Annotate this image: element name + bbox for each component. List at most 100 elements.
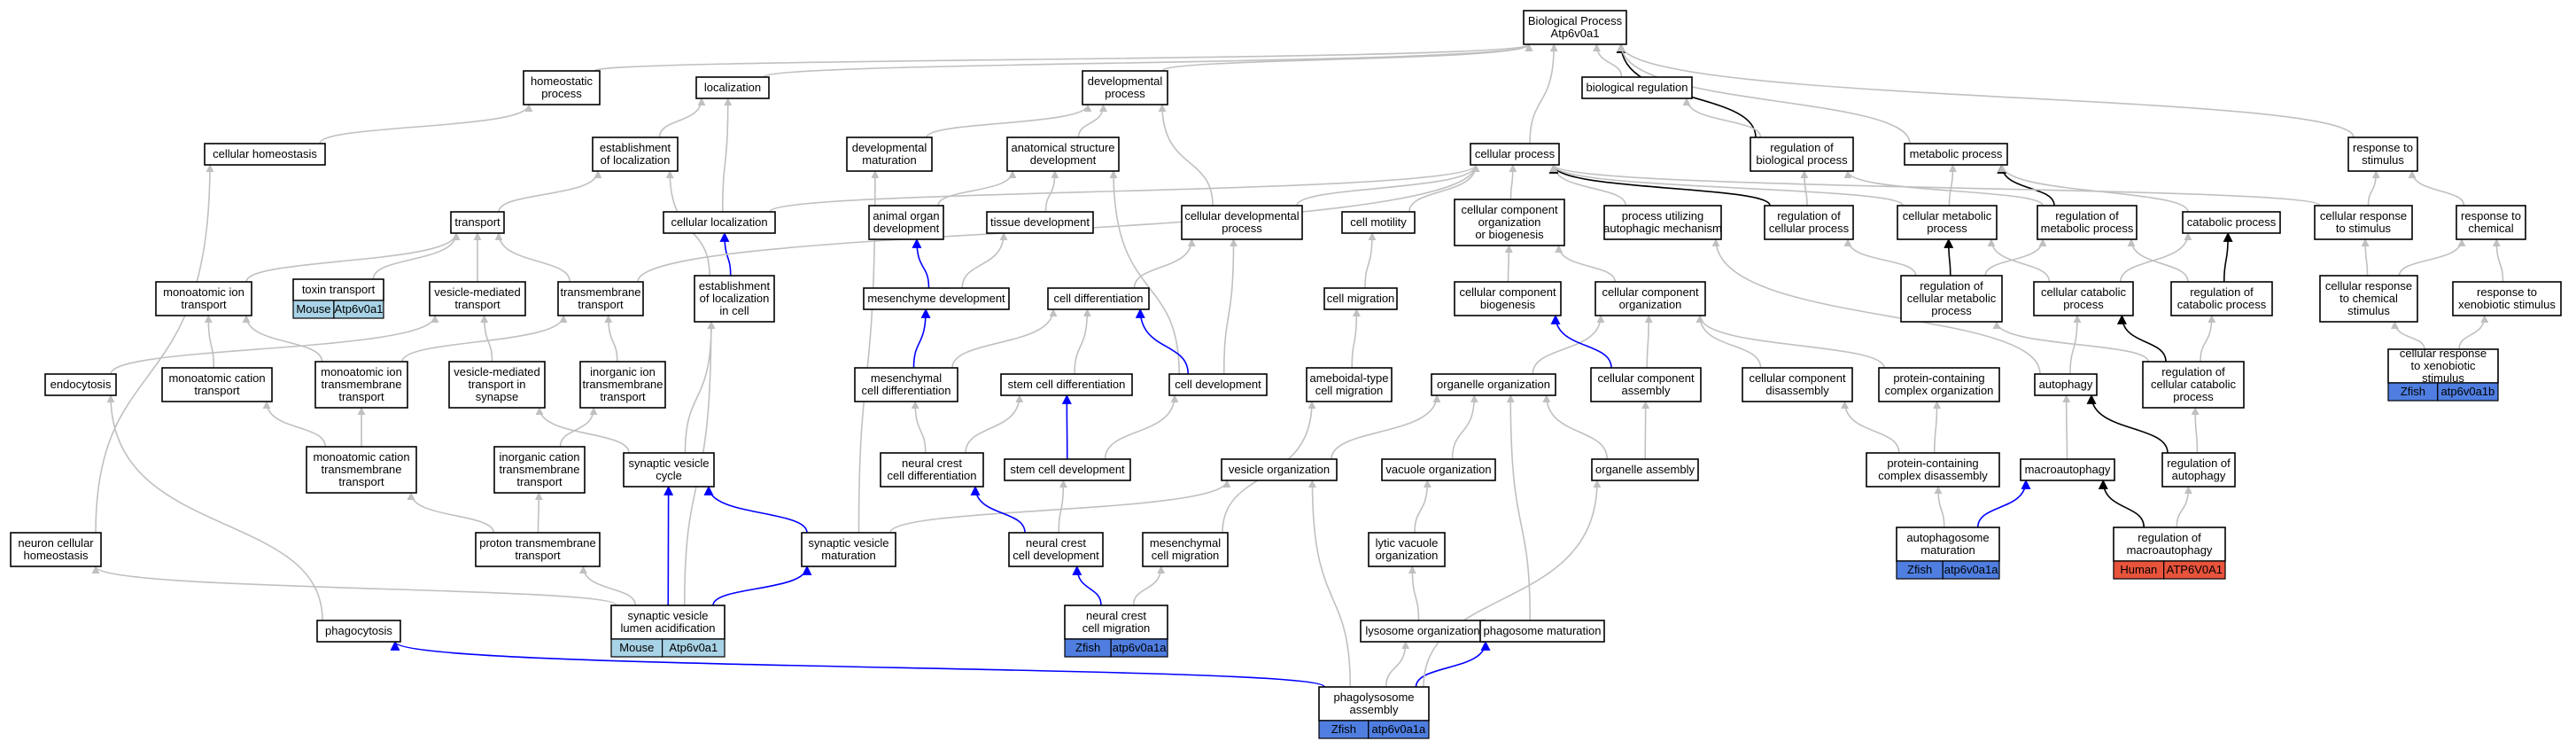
node-box xyxy=(2142,361,2245,409)
go-term-node-cell-differentiation[interactable]: cell differentiation xyxy=(1047,287,1150,310)
node-box xyxy=(1591,458,1699,481)
edge-regulation_macroautophagy-to-regulation_autophagy xyxy=(2176,486,2192,528)
go-term-node-stem-cell-development[interactable]: stem cell development xyxy=(1004,458,1131,481)
go-term-node-phagosome-maturation[interactable]: phagosome maturation xyxy=(1479,620,1605,643)
go-term-node-transport[interactable]: transport xyxy=(450,211,505,234)
go-term-node-cell-development[interactable]: cell development xyxy=(1168,373,1268,396)
gene-tag-label: atp6v0a1a xyxy=(1944,563,1998,576)
go-term-node-vacuole-organization[interactable]: vacuole organization xyxy=(1381,458,1496,481)
go-term-node-cellular-homeostasis[interactable]: cellular homeostasis xyxy=(204,143,326,166)
node-label-line: vesicle-mediated xyxy=(434,285,521,299)
go-term-node-biological-regulation[interactable]: biological regulation xyxy=(1581,76,1693,99)
go-term-node-tissue-development[interactable]: tissue development xyxy=(986,211,1094,234)
edge-regulation_metabolic_process-to-metabolic_process xyxy=(1997,163,2055,207)
go-term-node-localization[interactable]: localization xyxy=(695,76,770,99)
go-term-node-organelle-organization[interactable]: organelle organization xyxy=(1431,373,1556,396)
go-term-node-endocytosis[interactable]: endocytosis xyxy=(44,373,117,396)
species-tag-label: Mouse xyxy=(619,641,654,654)
edge-autophagosome_maturation-to-macroautophagy xyxy=(1976,479,2031,528)
go-term-node-stem-cell-differentiation[interactable]: stem cell differentiation xyxy=(1000,373,1133,396)
node-label-line: cell differentiation xyxy=(1054,292,1144,305)
node-label-line: complex organization xyxy=(1885,384,1994,397)
node-box xyxy=(1008,532,1104,567)
go-term-node-phagocytosis[interactable]: phagocytosis xyxy=(316,620,401,643)
go-term-node-macroautophagy[interactable]: macroautophagy xyxy=(2020,458,2115,481)
go-term-node-cell-motility[interactable]: cell motility xyxy=(1341,211,1416,234)
go-term-node-cellular-process[interactable]: cellular process xyxy=(1470,143,1560,166)
go-term-node-metabolic-process[interactable]: metabolic process xyxy=(1904,143,2008,166)
go-term-node-autophagy[interactable]: autophagy xyxy=(2034,373,2098,396)
go-term-node-lysosome-organization[interactable]: lysosome organization xyxy=(1360,620,1486,643)
go-term-node-vesicle-organization[interactable]: vesicle organization xyxy=(1221,458,1338,481)
node-box xyxy=(1479,620,1605,643)
node-label-line: process xyxy=(1222,222,1262,235)
go-term-node-organelle-assembly[interactable]: organelle assembly xyxy=(1591,458,1699,481)
node-label-line: biogenesis xyxy=(1480,298,1536,311)
edge-phagolysosome_assembly-to-phagocytosis xyxy=(390,640,1325,688)
go-term-node-cell-migration[interactable]: cell migration xyxy=(1323,287,1398,310)
go-term-node-mesenchyme-development[interactable]: mesenchyme development xyxy=(863,287,1010,310)
go-term-node-catabolic-process[interactable]: catabolic process xyxy=(2182,211,2281,234)
edge-monoatomic_cation_transport-to-monoatomic_ion_transport xyxy=(204,315,215,369)
go-term-node-cellular-localization[interactable]: cellular localization xyxy=(663,211,776,234)
node-box xyxy=(2170,281,2273,316)
